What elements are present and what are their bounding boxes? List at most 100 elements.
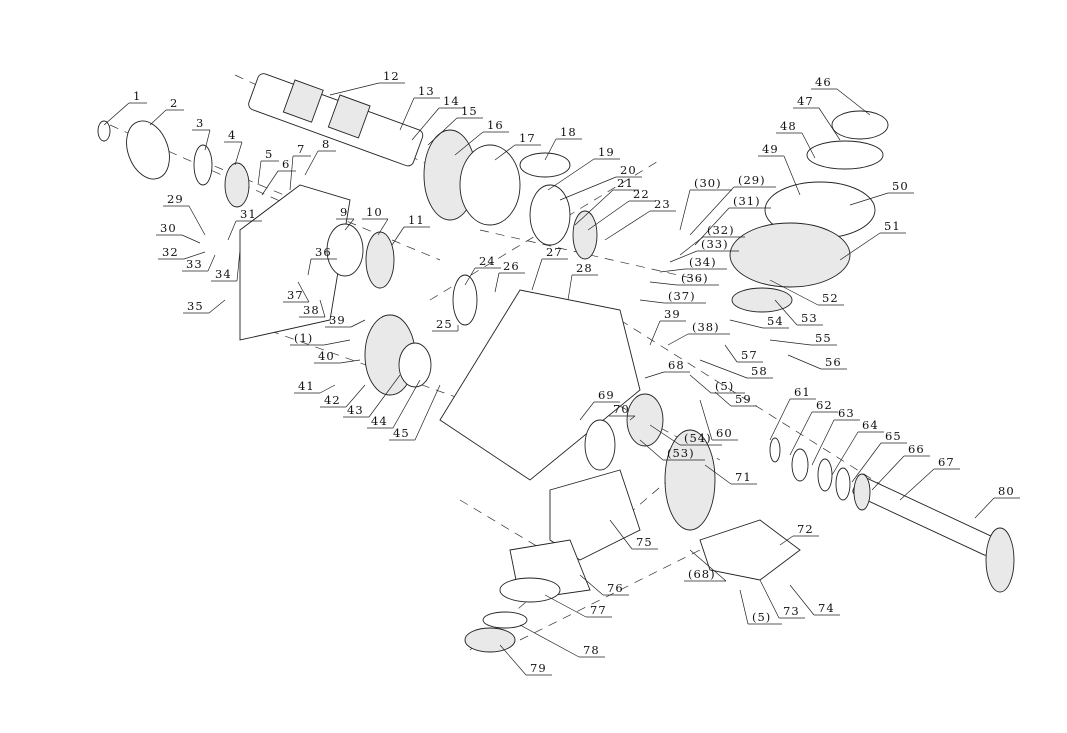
part-number-label: 67 xyxy=(938,455,955,469)
part-callout: 51 xyxy=(839,219,906,261)
part-number-label: (36) xyxy=(681,271,709,285)
part-callout: (54) xyxy=(649,424,722,446)
part-number-label: 15 xyxy=(461,104,478,118)
part-callout: 10 xyxy=(362,205,389,236)
leader-line xyxy=(149,109,184,126)
part-callout: 12 xyxy=(329,69,405,96)
leader-line xyxy=(769,339,837,346)
part-number-label: 61 xyxy=(794,385,811,399)
leader-line xyxy=(679,236,745,256)
part-number-label: 66 xyxy=(908,442,925,456)
part-number-label: (34) xyxy=(689,255,717,269)
part-callout: (1) xyxy=(290,331,351,346)
leader-line xyxy=(774,299,823,326)
bearing xyxy=(499,577,561,603)
part-callout: 3 xyxy=(192,116,211,151)
leader-line xyxy=(544,594,612,618)
part-number-label: (33) xyxy=(701,237,729,251)
part-number-label: 80 xyxy=(998,484,1015,498)
part-callout: (30) xyxy=(679,176,732,231)
leader-line xyxy=(811,419,860,466)
part-number-label: 45 xyxy=(393,426,410,440)
leader-line xyxy=(182,254,216,272)
part-number-label: 16 xyxy=(487,118,504,132)
leader-line xyxy=(739,589,782,625)
part-number-label: 31 xyxy=(240,207,257,221)
leader-line xyxy=(851,442,907,483)
leader-line xyxy=(427,117,483,146)
shim xyxy=(482,611,528,629)
leader-line xyxy=(899,468,960,501)
part-callout: 5 xyxy=(257,147,279,186)
part-callout: (33) xyxy=(669,237,739,263)
bearing xyxy=(529,184,571,246)
part-number-label: 39 xyxy=(664,307,681,321)
part-callout: 36 xyxy=(307,245,337,276)
nut xyxy=(97,120,111,142)
leader-line xyxy=(192,129,211,151)
part-number-label: 9 xyxy=(340,205,348,219)
leader-line xyxy=(974,497,1020,519)
part-callout: 41 xyxy=(294,379,336,394)
part-number-label: 29 xyxy=(167,192,184,206)
leader-line xyxy=(644,371,690,379)
part-callout: 72 xyxy=(779,522,819,546)
leader-line xyxy=(789,584,840,616)
part-callout: 43 xyxy=(343,374,401,418)
part-callout: 78 xyxy=(519,624,605,658)
leader-line xyxy=(779,535,819,546)
part-number-label: 4 xyxy=(228,128,236,142)
part-callout: 29 xyxy=(163,192,206,236)
leader-line xyxy=(871,455,930,491)
leader-line xyxy=(574,189,639,226)
part-callout: 25 xyxy=(432,317,459,332)
part-number-label: 69 xyxy=(598,388,615,402)
part-callout: (38) xyxy=(667,320,730,346)
leader-line xyxy=(609,415,636,421)
part-callout: 70 xyxy=(609,402,636,421)
part-callout: 67 xyxy=(899,455,960,501)
leader-line xyxy=(156,234,201,244)
part-callout: 39 xyxy=(649,307,686,346)
leader-line xyxy=(224,141,243,166)
part-number-label: 25 xyxy=(436,317,453,331)
ring xyxy=(835,467,851,501)
leader-line xyxy=(454,131,509,156)
part-number-label: 62 xyxy=(816,398,833,412)
leader-line xyxy=(669,250,739,263)
leader-line xyxy=(679,189,732,231)
leader-line xyxy=(494,144,541,161)
part-callout: 65 xyxy=(851,429,907,483)
part-number-label: (5) xyxy=(715,379,734,393)
part-callout: 28 xyxy=(567,261,598,301)
part-number-label: 48 xyxy=(780,119,797,133)
leader-line xyxy=(158,251,206,260)
part-callout: 8 xyxy=(304,137,336,176)
part-callout: 79 xyxy=(499,644,552,676)
leader-line xyxy=(163,205,206,236)
part-callout: 13 xyxy=(399,84,440,131)
part-callout: 48 xyxy=(776,119,816,159)
part-number-label: 19 xyxy=(598,145,615,159)
part-callout: 52 xyxy=(769,279,844,306)
leader-line xyxy=(639,439,705,461)
part-callout: 18 xyxy=(544,125,582,161)
leader-line xyxy=(559,176,642,201)
leader-line xyxy=(689,186,776,236)
part-callout: 60 xyxy=(699,399,738,441)
leader-line xyxy=(329,82,405,96)
part-number-label: 68 xyxy=(668,358,685,372)
part-number-label: 35 xyxy=(187,299,204,313)
leader-line xyxy=(547,158,620,191)
parts-drawings xyxy=(97,73,1015,653)
part-callout: 1 xyxy=(103,89,147,126)
part-callout: 2 xyxy=(149,96,184,126)
part-number-label: (30) xyxy=(694,176,722,190)
part-callout: 38 xyxy=(299,299,326,318)
part-number-label: 30 xyxy=(160,221,177,235)
leader-line xyxy=(211,249,241,282)
part-number-label: 57 xyxy=(741,348,758,362)
leader-line xyxy=(314,359,361,364)
part-callout: 55 xyxy=(769,331,837,346)
